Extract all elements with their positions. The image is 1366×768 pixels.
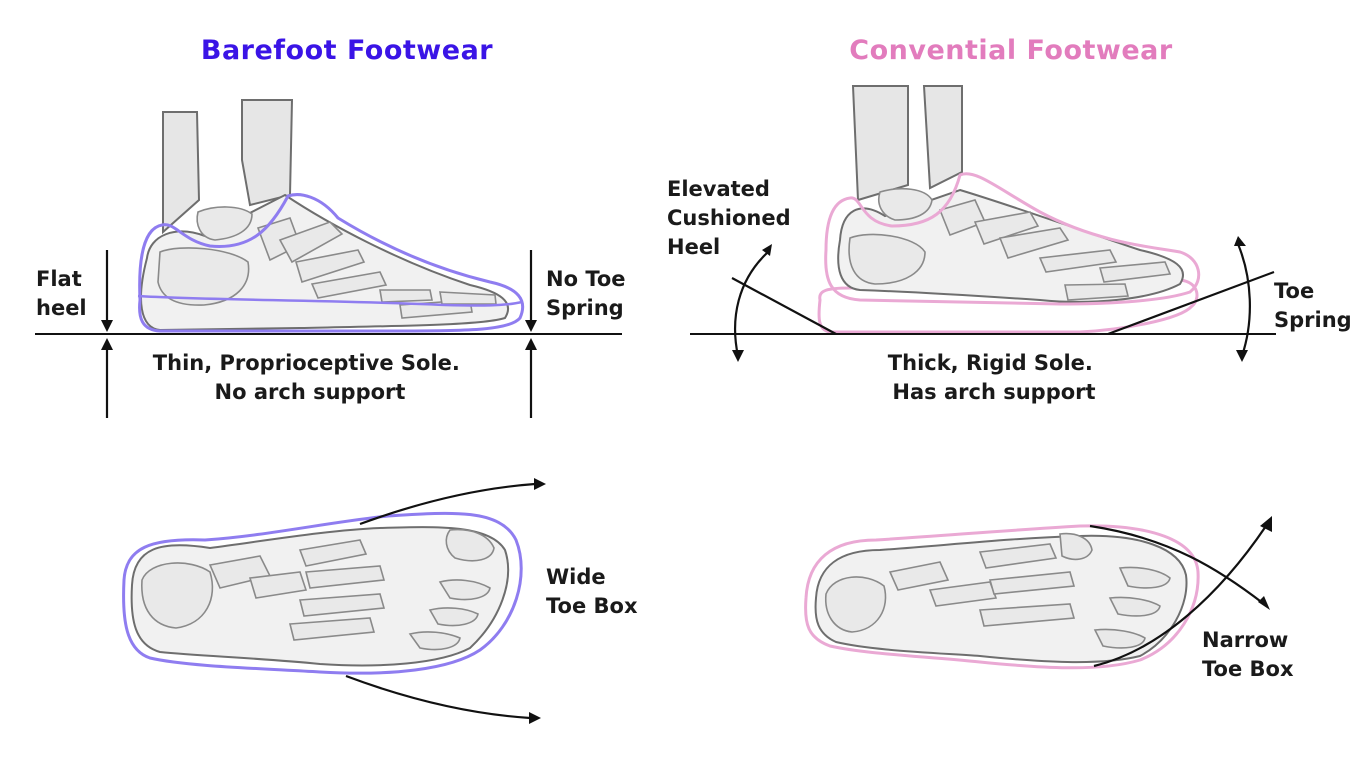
conventional-top-foot-illustration: [804, 524, 1200, 670]
conventional-side-foot-illustration: [817, 85, 1201, 334]
thin-sole-label: Thin, Proprioceptive Sole. No arch suppo…: [153, 351, 467, 404]
toe-spring-angle-marker: [1107, 236, 1275, 362]
elevated-heel-angle-marker: [731, 244, 837, 362]
barefoot-no-toe-spring-arrow: [525, 250, 537, 418]
wide-toe-box-label: Wide Toe Box: [546, 565, 638, 618]
barefoot-side-foot-illustration: [137, 99, 525, 333]
toe-spring-label: Toe Spring: [1274, 279, 1352, 332]
barefoot-top-foot-illustration: [122, 511, 523, 675]
barefoot-title: Barefoot Footwear: [201, 35, 493, 66]
barefoot-flat-heel-arrow: [101, 250, 113, 418]
wide-toe-box-arrows: [345, 478, 546, 724]
no-toe-spring-label: No Toe Spring: [546, 267, 633, 320]
narrow-toe-box-arrows: [1089, 516, 1272, 668]
conventional-title: Convential Footwear: [849, 35, 1173, 66]
flat-heel-label: Flat heel: [36, 267, 89, 320]
narrow-toe-box-label: Narrow Toe Box: [1202, 628, 1296, 681]
thick-sole-label: Thick, Rigid Sole. Has arch support: [888, 351, 1100, 404]
elevated-cushioned-heel-label: Elevated Cushioned Heel: [667, 177, 798, 259]
